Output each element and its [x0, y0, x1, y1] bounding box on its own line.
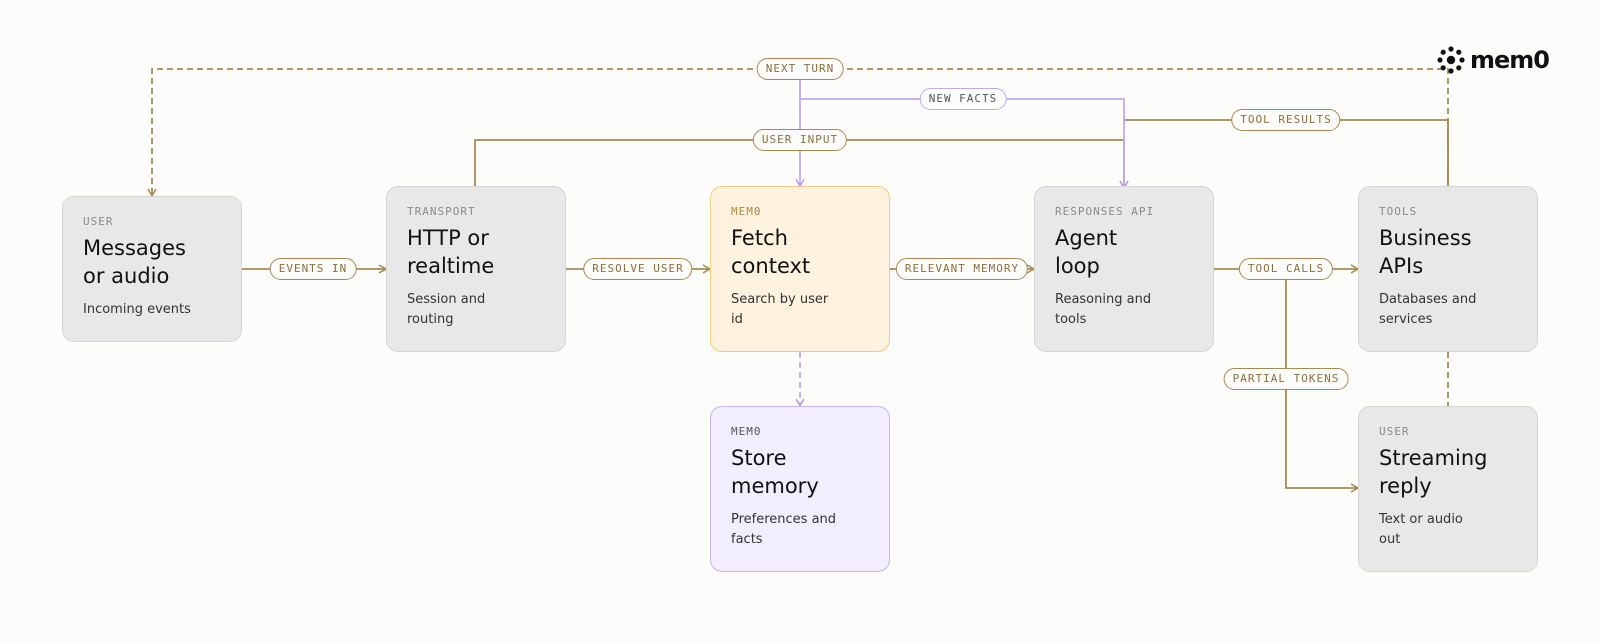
node-desc-line: Databases and	[1379, 292, 1477, 307]
node-desc-line: tools	[1055, 312, 1087, 327]
node-agent-loop: RESPONSES API Agent loop Reasoning and too…	[1034, 186, 1214, 352]
node-title-line: reply	[1379, 474, 1432, 498]
node-desc-line: Preferences and	[731, 512, 837, 527]
mem0-dots-icon	[1437, 46, 1465, 74]
node-store-memory: MEM0 Store memory Preferences and facts	[710, 406, 890, 572]
node-title-line: or audio	[83, 264, 170, 288]
node-title-line: Business	[1379, 226, 1472, 250]
node-kicker: USER	[1379, 425, 1410, 438]
node-desc: Preferences and facts	[731, 510, 869, 550]
node-desc-line: id	[731, 312, 743, 327]
node-desc: Search by user id	[731, 290, 869, 330]
node-title-line: context	[731, 254, 811, 278]
node-fetch-context: MEM0 Fetch context Search by user id	[710, 186, 890, 352]
edge-label-events-in: EVENTS IN	[269, 258, 357, 280]
node-title: Store memory	[731, 444, 869, 500]
node-title-line: Messages	[83, 236, 186, 260]
edge-label-tool-results: TOOL RESULTS	[1231, 109, 1341, 131]
node-desc-line: out	[1379, 532, 1401, 547]
edge-label-new-facts: NEW FACTS	[919, 88, 1007, 110]
edge-label-resolve-user: RESOLVE USER	[583, 258, 693, 280]
edge-label-user-input: USER INPUT	[752, 129, 848, 151]
edge-partial-tokens	[1285, 280, 1360, 493]
node-desc: Incoming events	[83, 300, 221, 320]
node-desc-line: services	[1379, 312, 1433, 327]
node-kicker: TRANSPORT	[407, 205, 476, 218]
node-transport: TRANSPORT HTTP or realtime Session and rou…	[386, 186, 566, 352]
node-title-line: Fetch	[731, 226, 788, 250]
node-desc-line: Incoming events	[83, 302, 191, 317]
mem0-logo: mem0	[1436, 44, 1550, 76]
node-title-line: Store	[731, 446, 787, 470]
node-desc: Session and routing	[407, 290, 545, 330]
node-desc-line: Reasoning and	[1055, 292, 1152, 307]
node-title: Fetch context	[731, 224, 869, 280]
node-title-line: memory	[731, 474, 819, 498]
node-desc-line: Text or audio	[1379, 512, 1463, 527]
node-streaming-reply: USER Streaming reply Text or audio out	[1358, 406, 1538, 572]
node-kicker: MEM0	[731, 425, 762, 438]
node-desc-line: Search by user	[731, 292, 829, 307]
logo-wordmark: mem0	[1470, 46, 1550, 74]
node-kicker: MEM0	[731, 205, 762, 218]
edge-label-next-turn: NEXT TURN	[756, 58, 844, 80]
node-title-line: HTTP or	[407, 226, 489, 250]
node-user-in: USER Messages or audio Incoming events	[62, 196, 242, 342]
node-desc: Text or audio out	[1379, 510, 1517, 550]
node-title-line: loop	[1055, 254, 1100, 278]
node-desc: Reasoning and tools	[1055, 290, 1193, 330]
node-kicker: USER	[83, 215, 114, 228]
node-title-line: Streaming	[1379, 446, 1488, 470]
edge-label-tool-calls: TOOL CALLS	[1238, 258, 1334, 280]
node-desc-line: facts	[731, 532, 763, 547]
node-title: Streaming reply	[1379, 444, 1517, 500]
node-desc-line: routing	[407, 312, 454, 327]
edge-label-partial-tokens: PARTIAL TOKENS	[1223, 368, 1349, 390]
edge-label-relevant-memory: RELEVANT MEMORY	[895, 258, 1029, 280]
node-desc: Databases and services	[1379, 290, 1517, 330]
node-title: HTTP or realtime	[407, 224, 545, 280]
node-title-line: APIs	[1379, 254, 1424, 278]
node-desc-line: Session and	[407, 292, 486, 307]
node-title-line: Agent	[1055, 226, 1118, 250]
node-kicker: RESPONSES API	[1055, 205, 1155, 218]
node-title: Agent loop	[1055, 224, 1193, 280]
node-title: Messages or audio	[83, 234, 221, 290]
node-kicker: TOOLS	[1379, 205, 1418, 218]
node-title-line: realtime	[407, 254, 495, 278]
